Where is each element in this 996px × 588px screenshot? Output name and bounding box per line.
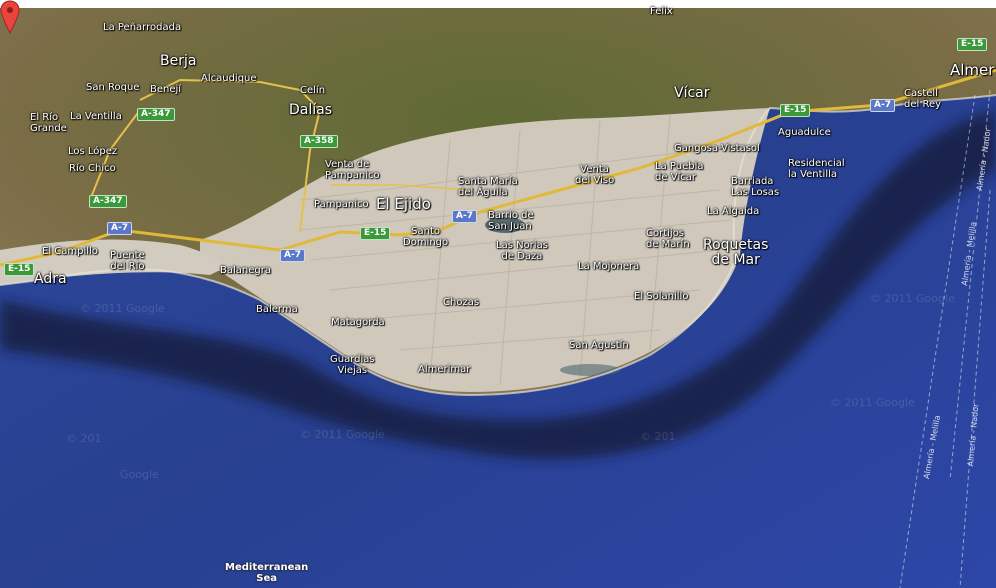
label-chozas: Chozas: [443, 297, 480, 308]
label-barriada-las-losas: Barriada Las Losas: [731, 176, 780, 198]
shield-a7: A-7: [107, 222, 132, 235]
label-la-puebla-de-vicar: La Puebla de Vícar: [655, 161, 704, 183]
label-castell-del-rey: Castell del Rey: [904, 88, 942, 110]
label-residencial-la-ventilla: Residencial la Ventilla: [788, 158, 845, 180]
shield-e15: E-15: [780, 104, 811, 117]
label-matagorda: Matagorda: [331, 317, 385, 328]
shield-e15: E-15: [957, 38, 988, 51]
label-alcaudique: Alcaudique: [201, 73, 257, 84]
label-adra: Adra: [34, 271, 67, 287]
watermark: © 201: [640, 430, 676, 443]
label-barrio-de-san-juan: Barrio de San Juan: [488, 210, 534, 232]
label-los-lopez: Los López: [68, 146, 118, 157]
location-marker-icon[interactable]: [0, 0, 20, 34]
label-dalias: Dalías: [289, 102, 333, 118]
label-beneji: Benejí: [150, 84, 182, 95]
label-la-mojonera: La Mojonera: [578, 261, 640, 272]
shield-a347: A-347: [89, 195, 127, 208]
watermark: © 2011 Google: [830, 396, 915, 409]
label-venta-de-pampanico: Venta de Pampanico: [325, 159, 380, 181]
label-venta-del-viso: Venta del Viso: [575, 164, 615, 186]
label-balerma: Balerma: [256, 304, 298, 315]
label-berja: Berja: [160, 53, 197, 69]
label-santa-maria-del-aguila: Santa María del Águila: [458, 176, 518, 198]
label-san-roque: San Roque: [86, 82, 140, 93]
watermark: © 201: [66, 432, 102, 445]
shield-a7: A-7: [452, 210, 477, 223]
shield-e15: E-15: [4, 263, 35, 276]
label-la-penarrodada: La Peñarrodada: [103, 22, 182, 33]
label-guardias-viejas: Guardias Viejas: [330, 354, 375, 376]
label-gangosa-vistasol: Gangosa-Vistasol: [674, 143, 760, 154]
label-la-ventilla: La Ventilla: [70, 111, 122, 122]
label-cortijos-de-marin: Cortijos de Marín: [646, 228, 690, 250]
label-san-agustin: San Agustín: [569, 340, 629, 351]
label-la-algaida: La Algaida: [707, 206, 760, 217]
label-el-rio-grande: El Río Grande: [30, 112, 67, 134]
shield-a7: A-7: [280, 249, 305, 262]
label-mediterranean-sea: Mediterranean Sea: [225, 562, 309, 584]
label-felix: Felix: [650, 6, 673, 17]
watermark: © 2011 Google: [870, 292, 955, 305]
label-roquetas-de-mar: Roquetas de Mar: [703, 237, 769, 268]
label-pampanico: Pampanico: [314, 199, 369, 210]
shield-a347: A-347: [137, 108, 175, 121]
watermark: © 2011 Google: [80, 302, 165, 315]
shield-e15: E-15: [360, 227, 391, 240]
label-santo-domingo: Santo Domingo: [403, 226, 449, 248]
label-vicar: Vícar: [674, 85, 710, 101]
label-almerimar: Almerimar: [418, 364, 471, 375]
label-el-campillo: El Campillo: [42, 246, 98, 257]
watermark: Google: [120, 468, 159, 481]
shield-a358: A-358: [300, 135, 338, 148]
label-balanegra: Balanegra: [220, 265, 271, 276]
label-aguadulce: Aguadulce: [778, 127, 831, 138]
label-almeria: Almer: [950, 61, 995, 79]
shield-a7: A-7: [870, 99, 895, 112]
watermark: © 2011 Google: [300, 428, 385, 441]
label-el-ejido: El Ejido: [376, 195, 431, 213]
label-las-norias-de-daza: Las Norias de Daza: [496, 240, 548, 262]
label-celin: Celín: [300, 85, 326, 96]
label-puente-del-rio: Puente del Río: [110, 250, 145, 272]
label-rio-chico: Río Chico: [69, 163, 116, 174]
label-el-solanillo: El Solanillo: [634, 291, 689, 302]
